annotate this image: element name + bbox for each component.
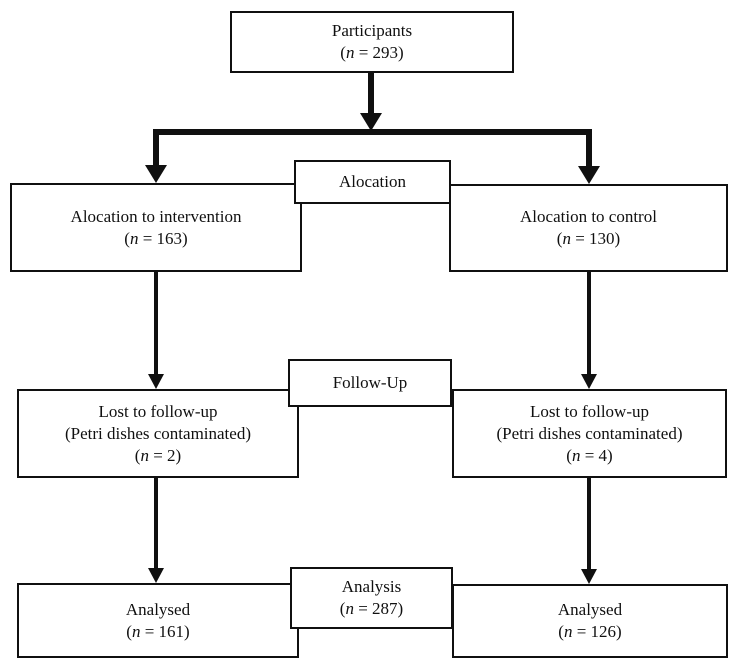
lost-control-note: (Petri dishes contaminated) [496, 423, 683, 443]
branch-connector-line [153, 129, 592, 135]
followup-stage-label-box: Follow-Up [288, 359, 452, 407]
arrow-head [360, 113, 382, 131]
analysed-intervention-title: Analysed [125, 599, 191, 619]
arrow-shaft [154, 478, 158, 568]
lost-control-n: (n = 4) [566, 445, 612, 467]
down-arrow-participants [360, 73, 382, 131]
arrow-head [581, 374, 597, 389]
lost-intervention-n: (n = 2) [135, 445, 181, 467]
n-rest: = 130) [570, 229, 621, 248]
n-open: ( [126, 621, 132, 641]
n-var: n [345, 43, 355, 62]
allocation-control-title: Alocation to control [520, 207, 657, 226]
lost-control-title: Lost to follow-up [530, 401, 649, 421]
participants-n: (n = 293) [340, 42, 403, 64]
n-var: n [131, 621, 141, 641]
n-var: n [563, 622, 573, 641]
arrow-shaft [154, 272, 158, 374]
n-open: ( [124, 228, 130, 248]
analysed-control-n: (n = 126) [558, 621, 621, 643]
allocation-stage-label: Alocation [338, 172, 407, 191]
arrow-shaft [586, 129, 592, 166]
analysis-stage-label-box: Analysis (n = 287) [290, 567, 453, 629]
n-open: ( [340, 43, 346, 62]
n-rest: = 287) [353, 599, 404, 618]
arrow-shaft [587, 478, 591, 569]
n-rest: = 163) [138, 228, 188, 248]
participants-box: Participants (n = 293) [230, 11, 514, 73]
arrow-shaft [368, 73, 374, 113]
down-arrow-branch-right [578, 129, 600, 184]
n-var: n [140, 445, 149, 465]
allocation-control-box: Alocation to control (n = 130) [449, 184, 728, 272]
n-var: n [571, 445, 581, 465]
arrow-shaft [153, 129, 159, 165]
analysis-stage-n: (n = 287) [340, 598, 403, 620]
n-rest: = 2) [148, 445, 182, 465]
down-arrow-control-analysis [581, 478, 597, 584]
participants-title: Participants [331, 21, 413, 40]
allocation-intervention-n: (n = 163) [124, 228, 187, 250]
n-rest: = 126) [572, 622, 622, 641]
analysis-stage-label: Analysis [341, 577, 402, 596]
n-rest: = 161) [140, 621, 190, 641]
down-arrow-branch-left [145, 129, 167, 183]
arrow-head [148, 374, 164, 389]
allocation-stage-label-box: Alocation [294, 160, 451, 204]
arrow-head [145, 165, 167, 183]
n-open: ( [558, 622, 564, 641]
analysed-intervention-n: (n = 161) [126, 621, 189, 643]
n-rest: = 293) [354, 43, 404, 62]
n-open: ( [556, 229, 563, 248]
analysed-control-title: Analysed [557, 600, 623, 619]
n-open: ( [566, 445, 572, 465]
n-var: n [562, 229, 571, 248]
lost-intervention-title: Lost to follow-up [98, 401, 218, 421]
n-open: ( [339, 599, 346, 618]
allocation-control-n: (n = 130) [557, 228, 620, 250]
down-arrow-intervention-followup [148, 272, 164, 389]
arrow-head [578, 166, 600, 184]
analysed-intervention-box: Analysed (n = 161) [17, 583, 299, 658]
n-var: n [345, 599, 354, 618]
down-arrow-intervention-analysis [148, 478, 164, 583]
lost-control-box: Lost to follow-up (Petri dishes contamin… [452, 389, 727, 478]
down-arrow-control-followup [581, 272, 597, 389]
arrow-head [581, 569, 597, 584]
analysed-control-box: Analysed (n = 126) [452, 584, 728, 658]
followup-stage-label: Follow-Up [332, 373, 408, 392]
arrow-head [148, 568, 164, 583]
n-open: ( [134, 445, 141, 465]
n-var: n [129, 228, 139, 248]
arrow-shaft [587, 272, 591, 374]
allocation-intervention-box: Alocation to intervention (n = 163) [10, 183, 302, 272]
lost-intervention-box: Lost to follow-up (Petri dishes contamin… [17, 389, 299, 478]
n-rest: = 4) [580, 445, 613, 465]
lost-intervention-note: (Petri dishes contaminated) [64, 423, 251, 443]
allocation-intervention-title: Alocation to intervention [70, 206, 242, 226]
